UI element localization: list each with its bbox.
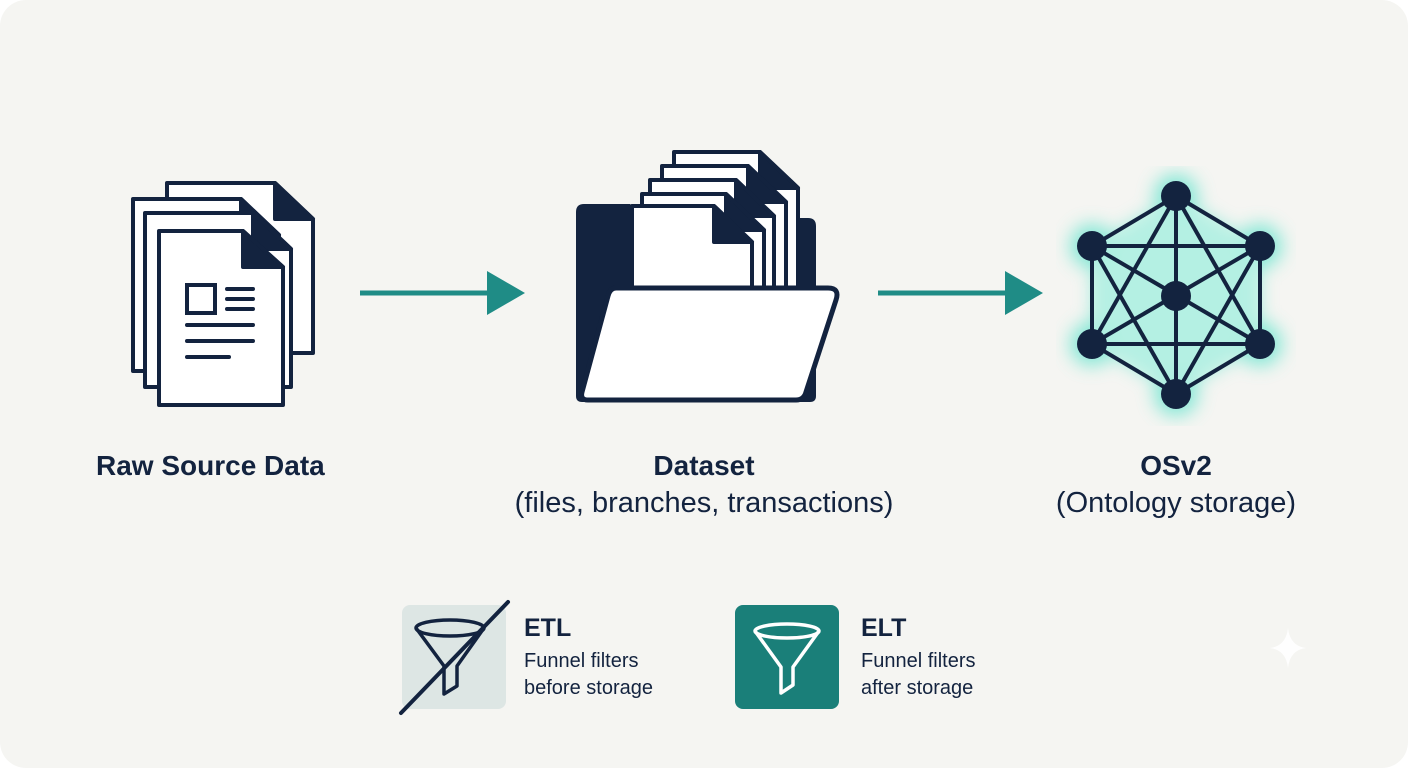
raw-source-title: Raw Source Data: [96, 450, 325, 481]
elt-desc-line-1: Funnel filters: [861, 650, 976, 672]
sparkle-icon: [1270, 628, 1306, 668]
etl-title: ETL: [524, 614, 572, 642]
funnel-icon: [753, 622, 821, 695]
etl-desc-line-2: before storage: [524, 677, 653, 699]
flow-arrow-1: [360, 271, 525, 315]
osv2-subtitle: (Ontology storage): [1055, 487, 1297, 519]
etl-desc-line-1: Funnel filters: [524, 650, 639, 672]
network-graph-icon: [1070, 174, 1282, 416]
elt-description: Funnel filters after storage: [861, 648, 1061, 702]
elt-desc-line-2: after storage: [861, 677, 974, 699]
elt-title: ELT: [861, 614, 907, 642]
osv2-title: OSv2: [1140, 450, 1212, 481]
crossed-funnel-icon: [399, 600, 510, 715]
etl-description: Funnel filters before storage: [524, 648, 724, 702]
dataset-subtitle: (files, branches, transactions): [514, 487, 894, 519]
folder-with-files-icon: [576, 150, 840, 403]
dataset-title: Dataset: [653, 450, 755, 481]
stacked-documents-icon: [131, 181, 315, 407]
flow-arrow-2: [878, 271, 1043, 315]
